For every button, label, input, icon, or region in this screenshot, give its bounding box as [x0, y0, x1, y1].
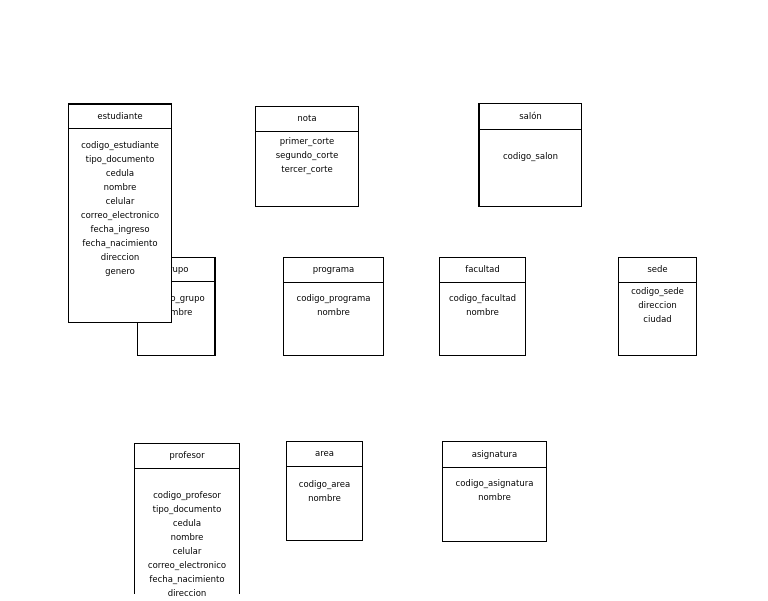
entity-nota-attributes: primer_corte segundo_corte tercer_corte	[256, 132, 358, 177]
attribute-item: tipo_documento	[85, 155, 155, 165]
entity-salon[interactable]: salón codigo_salon	[478, 103, 582, 207]
attribute-item: ciudad	[643, 315, 672, 325]
attribute-item: direccion	[167, 589, 207, 599]
attribute-item: fecha_nacimiento	[82, 239, 158, 249]
attribute-item: codigo_grupo	[147, 294, 205, 304]
attribute-item: nombre	[170, 533, 204, 543]
attribute-item: codigo_programa	[296, 294, 371, 304]
entity-asignatura-title: asignatura	[443, 442, 546, 468]
entity-estudiante-title: estudiante	[69, 105, 171, 129]
attribute-item: celular	[172, 547, 202, 557]
entity-salon-title: salón	[480, 104, 581, 130]
attribute-item: tercer_corte	[281, 165, 333, 175]
attribute-item: codigo_sede	[631, 287, 684, 297]
attribute-item: codigo_salon	[502, 152, 559, 162]
attribute-item: cedula	[105, 169, 135, 179]
attribute-item: fecha_nacimiento	[149, 575, 225, 585]
entity-profesor-title: profesor	[135, 444, 239, 469]
entity-programa-title: programa	[284, 258, 383, 283]
attribute-item: nombre	[103, 183, 137, 193]
attribute-item: correo_electronico	[147, 561, 227, 571]
attribute-item: nombre	[317, 308, 350, 318]
attribute-item: codigo_asignatura	[455, 479, 534, 489]
attribute-item: fecha_ingreso	[90, 225, 150, 235]
attribute-item: nombre	[159, 308, 193, 318]
entity-area-title: area	[287, 442, 362, 467]
entity-grupo-title: grupo	[138, 258, 214, 282]
attribute-item: codigo_profesor	[153, 491, 221, 501]
attribute-item: celular	[105, 197, 135, 207]
entity-nota[interactable]: nota primer_corte segundo_corte tercer_cor…	[255, 106, 359, 207]
entity-estudiante[interactable]: estudiante codigo_estudiante tipo_documen…	[68, 103, 172, 323]
attribute-item: cedula	[172, 519, 202, 529]
attribute-item: nombre	[308, 494, 341, 504]
entity-nota-title: nota	[256, 107, 358, 132]
attribute-item: codigo_estudiante	[81, 141, 159, 151]
attribute-item: correo_electronico	[80, 211, 160, 221]
attribute-item: nombre	[478, 493, 511, 503]
attribute-item: segundo_corte	[275, 151, 339, 161]
entity-sede-attributes: codigo_sede direccion ciudad	[619, 283, 696, 327]
entity-facultad-title: facultad	[440, 258, 525, 283]
entity-sede[interactable]: sede codigo_sede direccion ciudad	[618, 257, 697, 356]
attribute-item: tipo_documento	[152, 505, 222, 515]
entity-salon-attributes: codigo_salon	[480, 130, 581, 164]
attribute-item: codigo_facultad	[448, 294, 517, 304]
entity-sede-title: sede	[619, 258, 696, 283]
attribute-item: direccion	[100, 253, 140, 263]
attribute-item: genero	[105, 267, 135, 277]
attribute-item: nombre	[466, 308, 499, 318]
attribute-item: codigo_area	[298, 480, 351, 490]
attribute-item: direccion	[638, 301, 677, 311]
attribute-item: primer_corte	[279, 137, 335, 147]
